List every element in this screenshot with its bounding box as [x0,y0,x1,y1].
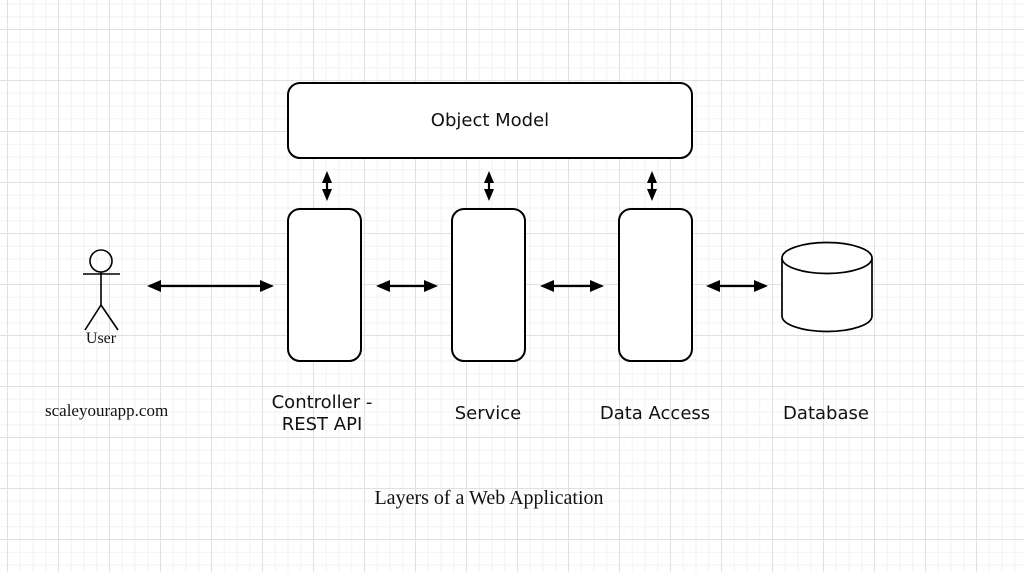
arrow-service-dataaccess [540,280,604,292]
database-cylinder-icon [781,241,873,333]
node-data-access-label: Data Access [599,403,711,424]
node-controller-box [287,208,362,362]
arrow-objectmodel-dataaccess [647,171,657,201]
node-object-model-label: Object Model [430,110,550,131]
node-data-access-box [618,208,693,362]
watermark-text: scaleyourapp.com [45,401,169,420]
arrow-dataaccess-database [706,280,768,292]
user-actor-icon [83,249,120,331]
node-service-label: Service [454,403,522,424]
arrow-user-controller [147,280,274,292]
node-object-model: Object Model [287,82,693,159]
node-database-label: Database [783,403,869,424]
user-actor-label: User [85,330,117,347]
arrow-objectmodel-controller [322,171,332,201]
node-service-box [451,208,526,362]
arrow-objectmodel-service [484,171,494,201]
arrow-controller-service [376,280,438,292]
diagram-title: Layers of a Web Application [374,487,604,509]
node-controller-label: Controller - REST API [271,392,373,435]
